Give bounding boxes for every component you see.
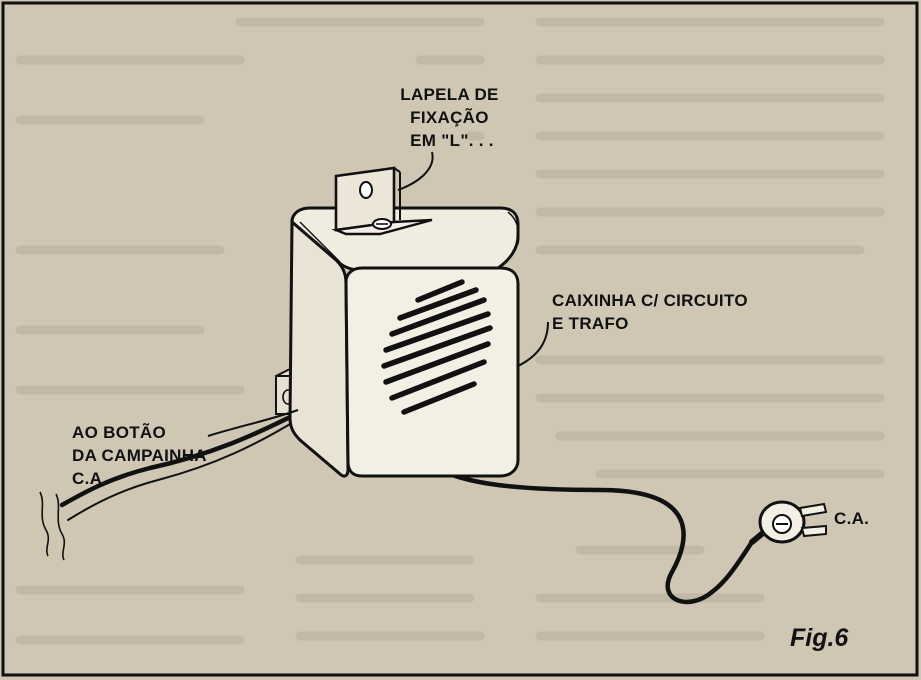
label-bracket-line1: LAPELA DE bbox=[400, 85, 498, 104]
label-bracket-line2: FIXAÇÃO bbox=[410, 107, 489, 127]
ac-plug bbox=[749, 500, 828, 545]
label-button-line3: C.A. bbox=[72, 469, 107, 488]
button-wires bbox=[59, 409, 303, 521]
figure-number: Fig.6 bbox=[790, 624, 849, 652]
label-bracket: LAPELA DE FIXAÇÃO EM "L". . . bbox=[400, 85, 503, 150]
box-front-face bbox=[344, 266, 520, 478]
speaker-grille bbox=[381, 279, 493, 415]
label-box: CAIXINHA C/ CIRCUITO E TRAFO bbox=[552, 291, 753, 333]
leader-button bbox=[207, 409, 299, 437]
bleed-through-texture bbox=[15, 17, 885, 645]
l-bracket bbox=[331, 166, 433, 236]
label-button-line1: AO BOTÃO bbox=[72, 422, 166, 442]
leader-bracket bbox=[397, 151, 434, 191]
label-box-line2: E TRAFO bbox=[552, 314, 629, 333]
leader-box bbox=[517, 321, 549, 367]
bracket-hole bbox=[359, 181, 373, 199]
box-left-face bbox=[288, 218, 350, 478]
label-box-line1: CAIXINHA C/ CIRCUITO bbox=[552, 291, 748, 310]
power-cord bbox=[417, 452, 755, 605]
frayed-wire-ends bbox=[39, 491, 66, 561]
label-bracket-line3: EM "L". . . bbox=[410, 131, 494, 150]
circuit-box bbox=[288, 206, 520, 478]
label-button-line2: DA CAMPAINHA bbox=[72, 446, 206, 465]
label-button: AO BOTÃO DA CAMPAINHA C.A. bbox=[72, 422, 211, 488]
leader-lines bbox=[207, 151, 549, 437]
label-plug: C.A. bbox=[834, 509, 869, 528]
